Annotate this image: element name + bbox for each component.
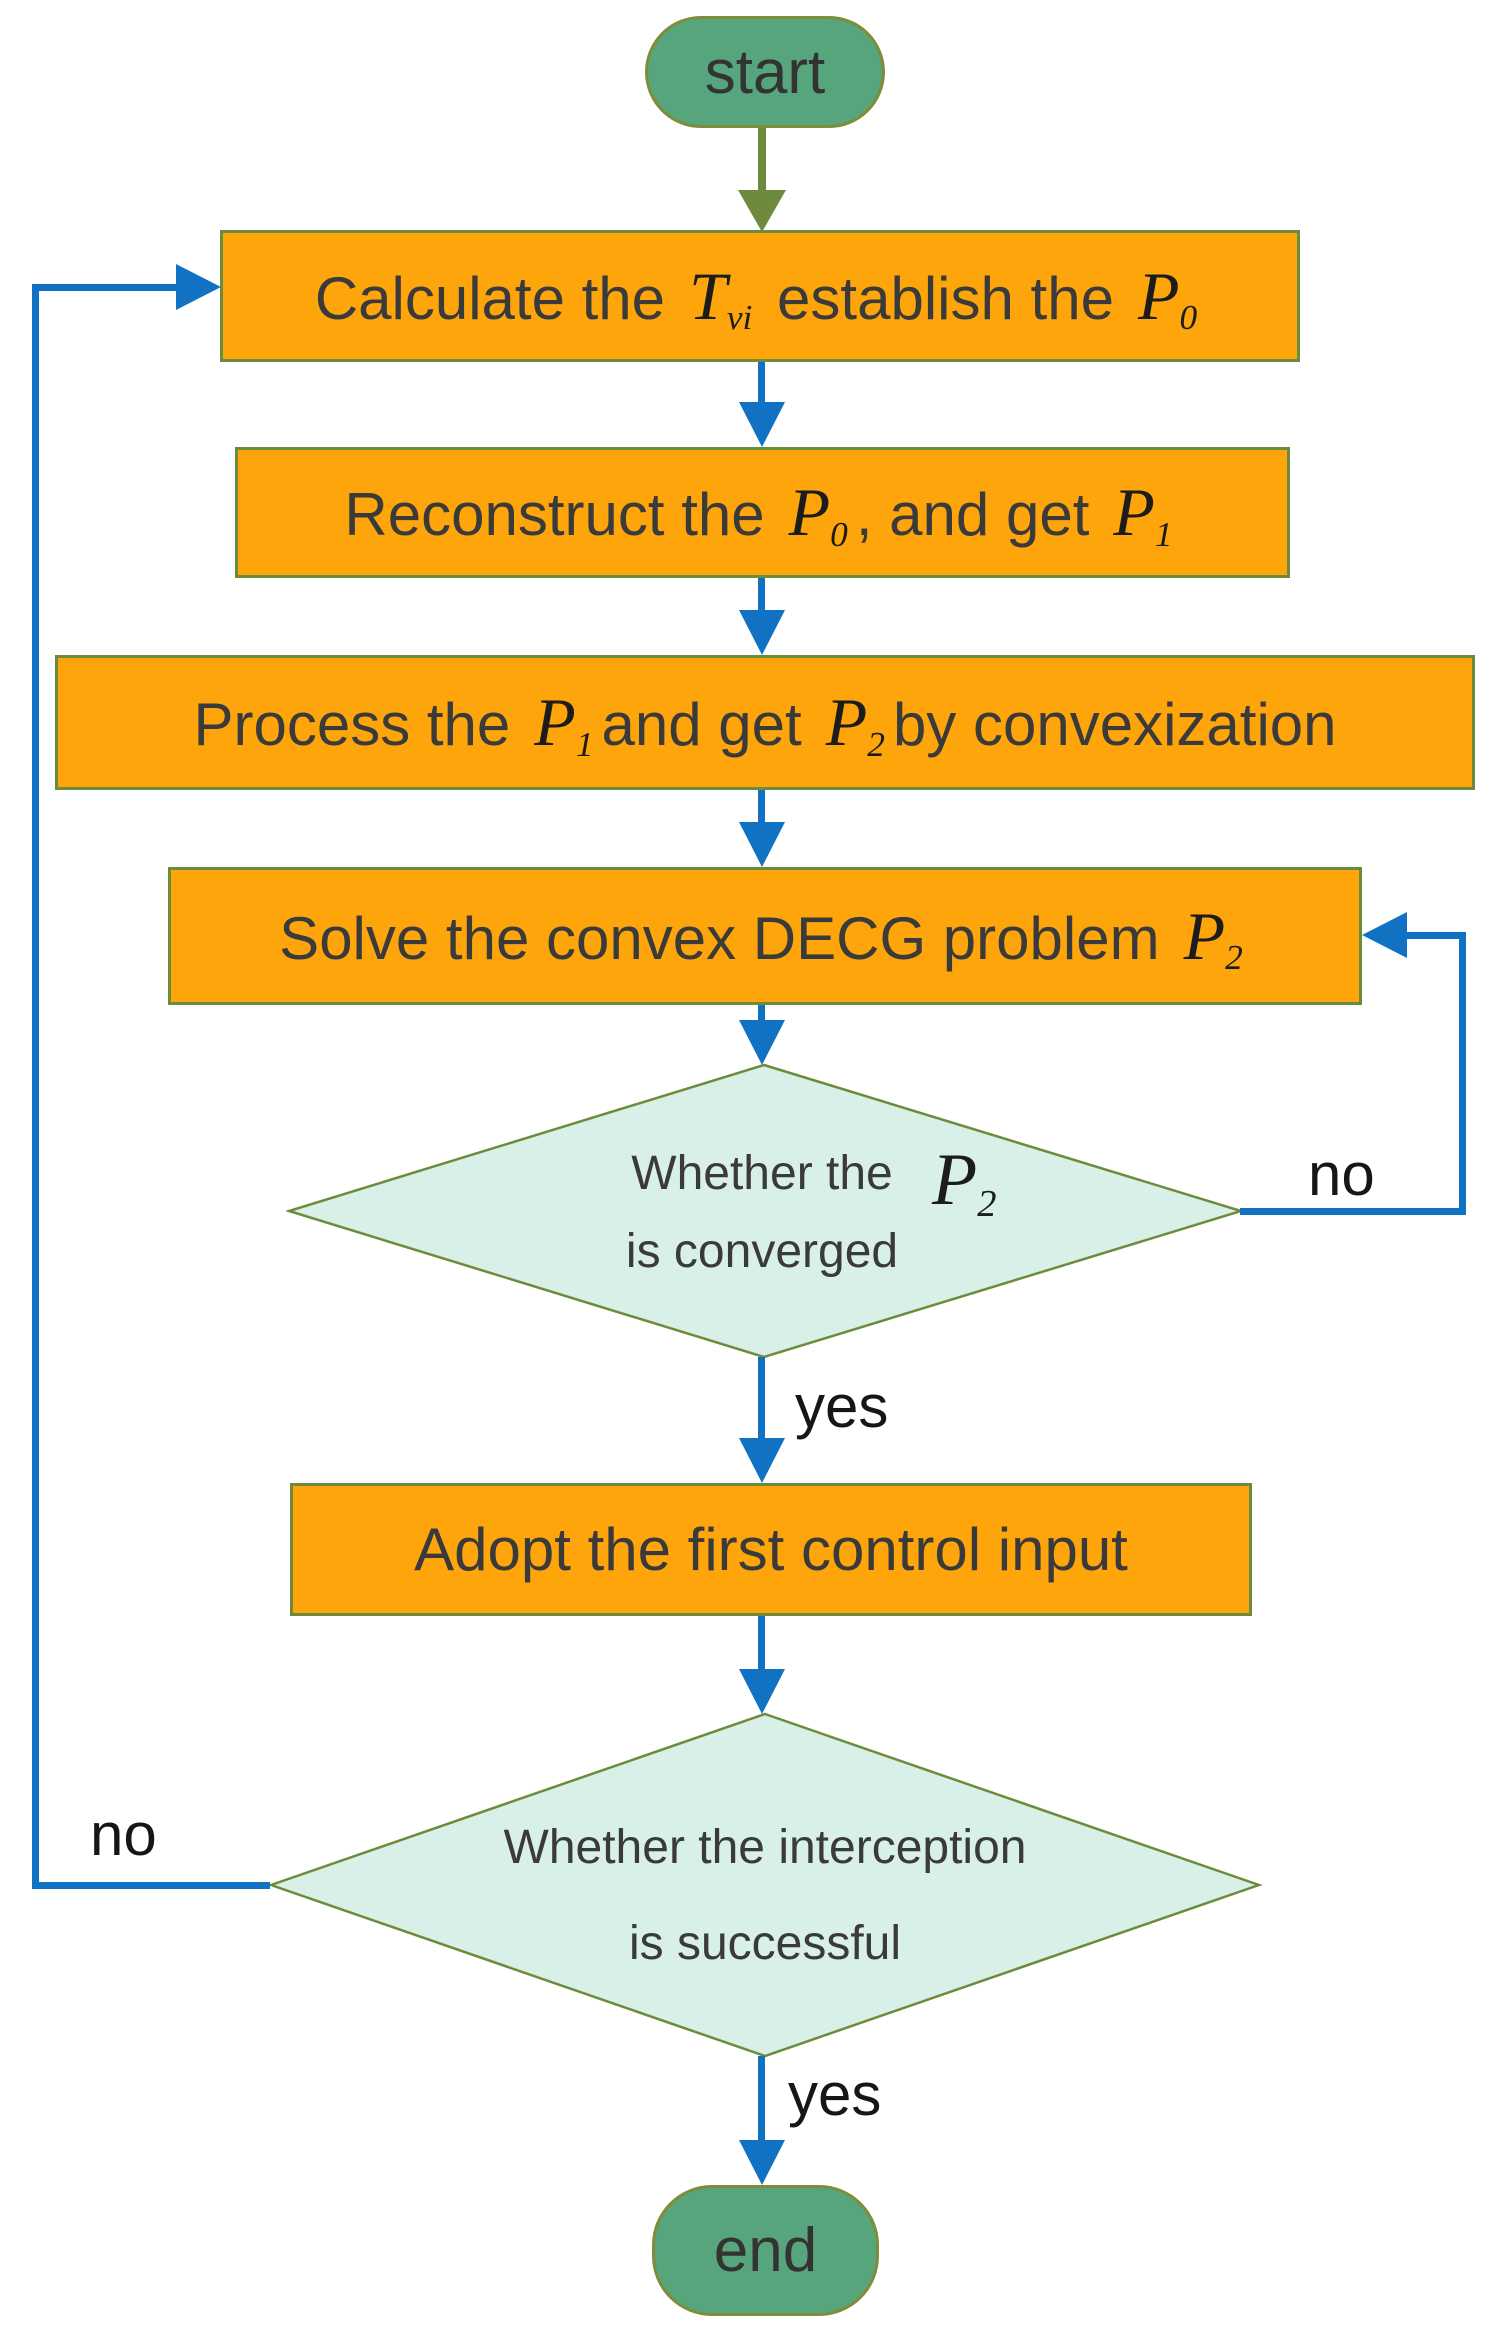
decision-converged-math: P2: [932, 1138, 997, 1225]
arrow-head-down-icon: [739, 402, 785, 447]
text-segment: Process the: [193, 691, 511, 758]
arrow-shaft: [758, 362, 765, 404]
process-label: Calculate the Tvi establish the P0: [314, 257, 1205, 338]
text-segment: establish the: [760, 264, 1114, 332]
end-label: end: [713, 2216, 818, 2285]
text-segment: Reconstruct the: [344, 481, 765, 548]
decision-line1: Whether the interception: [503, 1821, 1027, 1874]
arrow-shaft: [758, 128, 766, 192]
text-segment: Solve the convex DECG problem: [279, 904, 1160, 972]
process-label: Adopt the first control input: [414, 1515, 1128, 1584]
arrow-head-left-icon: [1362, 912, 1407, 958]
arrow-shaft: [758, 1357, 765, 1440]
process-label: Solve the convex DECG problem P2: [279, 897, 1251, 978]
start-label: start: [704, 37, 826, 107]
text-segment: and get: [601, 691, 802, 758]
math-symbol: P2: [1183, 897, 1243, 978]
decision-interception-text: Whether the interception is successful: [415, 1800, 1115, 1992]
math-symbol: P0: [788, 474, 848, 554]
decision-line1: Whether the: [631, 1147, 893, 1200]
decision-line2: is successful: [628, 1917, 902, 1970]
loop-line-bottom: [1240, 1208, 1466, 1215]
text-segment: by convexization: [892, 691, 1337, 758]
process-box-adopt: Adopt the first control input: [290, 1483, 1252, 1616]
arrow-head-down-icon: [739, 1020, 785, 1065]
arrow-shaft: [758, 1005, 765, 1023]
decision-converged-text: Whether the is converged: [462, 1135, 1062, 1291]
decision-line2: is converged: [625, 1225, 899, 1278]
text-segment: Adopt the first control input: [414, 1516, 1128, 1583]
end-node: end: [652, 2185, 879, 2316]
label-converged-yes: yes: [795, 1373, 889, 1440]
math-subscript: 2: [977, 1182, 997, 1225]
arrow-shaft: [758, 790, 765, 824]
process-box-calculate: Calculate the Tvi establish the P0: [220, 230, 1300, 362]
arrow-shaft: [758, 1616, 765, 1671]
diamond-shape: [268, 1712, 1262, 2058]
arrow-head-down-icon: [738, 190, 786, 232]
loop-line-top: [1405, 932, 1466, 939]
loop-line-top: [32, 284, 178, 291]
math-symbol: P1: [1113, 474, 1173, 554]
process-box-solve: Solve the convex DECG problem P2: [168, 867, 1362, 1005]
label-interception-no: no: [90, 1801, 157, 1868]
arrow-shaft: [758, 578, 765, 612]
text-segment: , and get: [855, 481, 1090, 548]
math-symbol: P0: [1137, 257, 1198, 338]
math-symbol: P2: [825, 684, 885, 764]
start-node: start: [645, 16, 885, 128]
math-symbol: Tvi: [689, 257, 753, 338]
label-converged-no: no: [1308, 1141, 1375, 1208]
label-interception-yes: yes: [788, 2061, 882, 2128]
process-label: Reconstruct the P0, and get P1: [344, 473, 1180, 554]
arrow-head-down-icon: [739, 2140, 785, 2185]
arrow-head-right-icon: [176, 264, 221, 310]
loop-line-vertical: [1459, 932, 1466, 1215]
arrow-head-down-icon: [739, 1438, 785, 1483]
loop-line-vertical: [32, 284, 39, 1889]
arrow-head-down-icon: [739, 610, 785, 655]
math-symbol: P1: [534, 684, 594, 764]
math-base: P: [932, 1139, 978, 1221]
arrow-shaft: [758, 2056, 765, 2142]
decision-diamond-interception: [268, 1712, 1262, 2058]
process-box-reconstruct: Reconstruct the P0, and get P1: [235, 447, 1290, 578]
loop-line-bottom: [32, 1882, 270, 1889]
text-segment: Calculate the: [314, 264, 666, 332]
arrow-head-down-icon: [739, 822, 785, 867]
arrow-head-down-icon: [739, 1669, 785, 1714]
